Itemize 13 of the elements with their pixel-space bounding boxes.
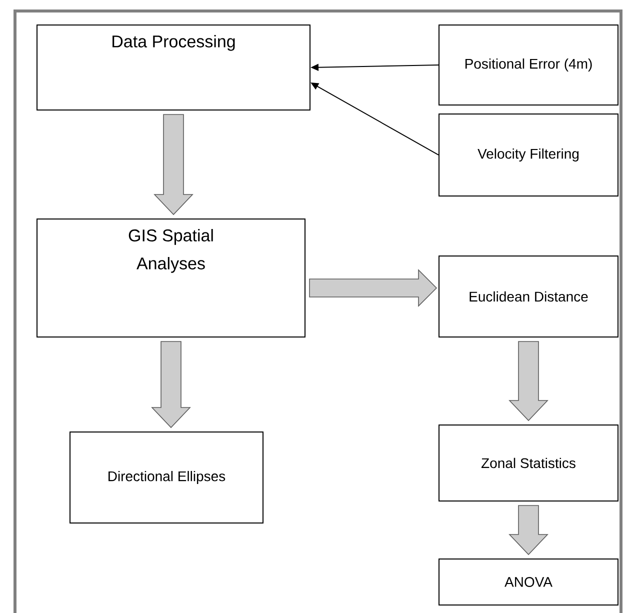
block-arrow	[508, 505, 548, 556]
block-arrow	[154, 114, 194, 216]
process-box: Data Processing	[36, 24, 310, 110]
process-box: Euclidean Distance	[438, 256, 618, 338]
process-box: Positional Error (4m)	[438, 24, 618, 106]
process-box: Velocity Filtering	[438, 114, 618, 196]
process-box: ANOVA	[438, 558, 618, 606]
process-box: Directional Ellipses	[70, 431, 264, 524]
block-arrow	[309, 269, 438, 307]
process-box: GIS Spatial Analyses	[36, 218, 306, 338]
block-arrow	[508, 341, 548, 422]
block-arrow	[151, 341, 191, 428]
process-box: Zonal Statistics	[438, 424, 618, 502]
